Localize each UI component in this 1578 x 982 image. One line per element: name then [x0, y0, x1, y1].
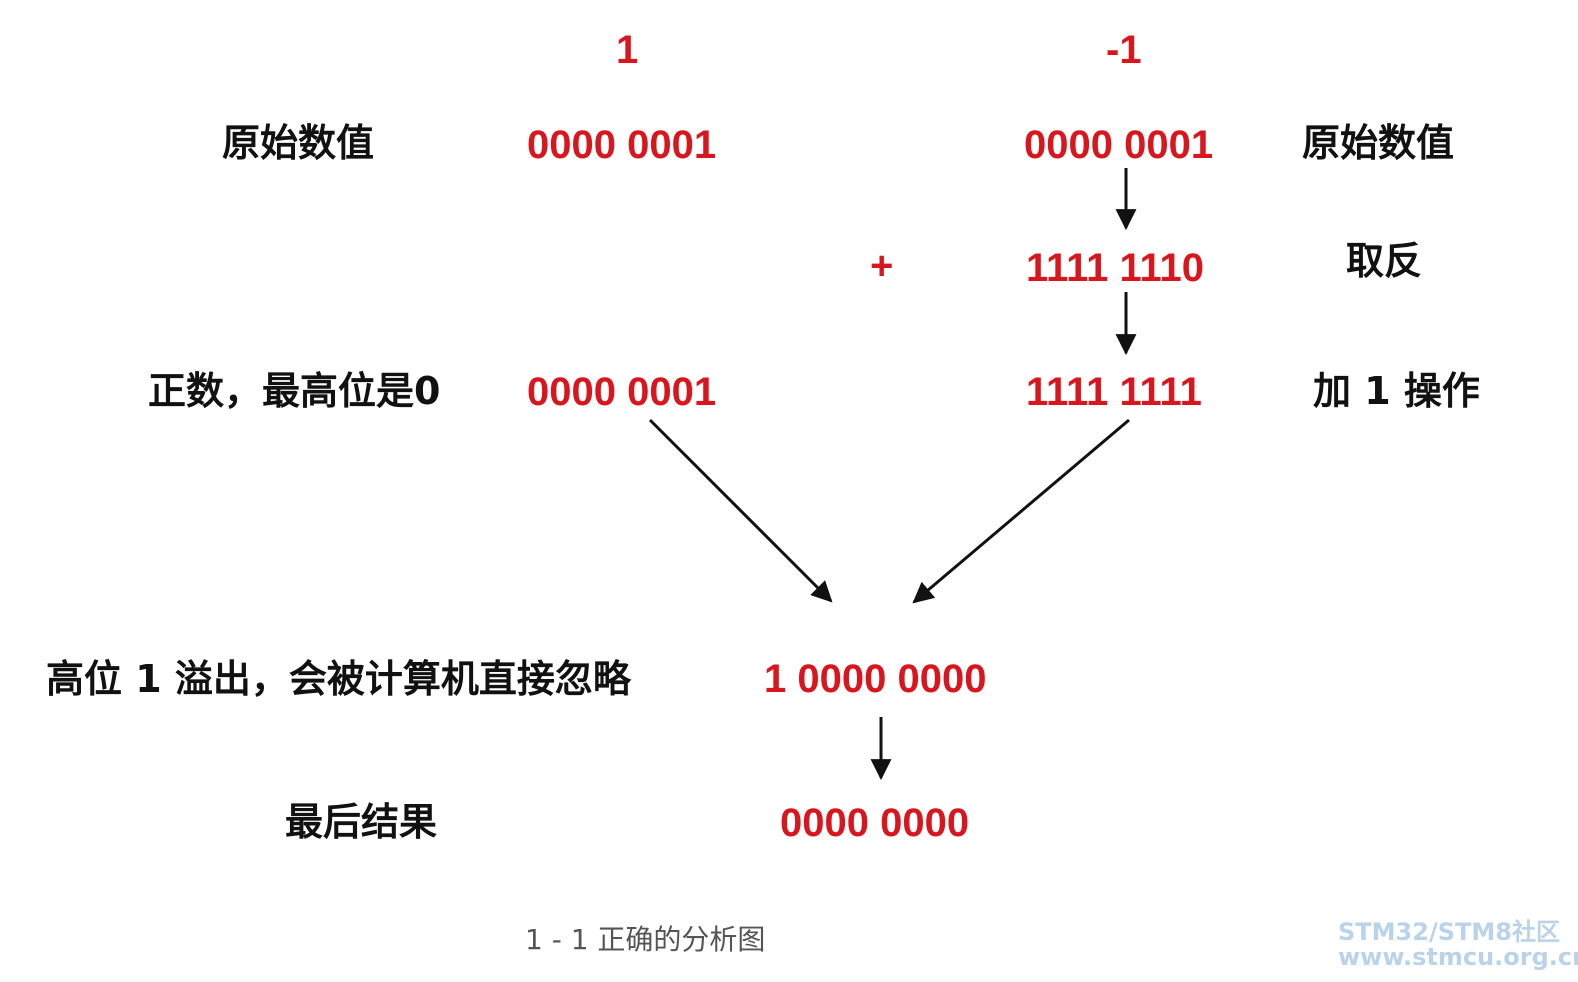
- header-positive-one: 1: [616, 28, 639, 72]
- watermark-line2: www.stmcu.org.cn: [1338, 943, 1578, 971]
- arrow-left-to-sum: [648, 418, 833, 603]
- label-invert: 取反: [1346, 239, 1423, 283]
- watermark-line1: STM32/STM8社区: [1338, 918, 1560, 946]
- value-inverted: 1111 1110: [1026, 246, 1205, 290]
- value-left-original: 0000 0001: [527, 123, 717, 167]
- arrow-right-to-sum: [912, 418, 1130, 604]
- label-add-one: 加 1 操作: [1313, 369, 1480, 413]
- label-original-right: 原始数值: [1302, 121, 1455, 165]
- value-right-original: 0000 0001: [1024, 123, 1214, 167]
- value-result: 0000 0000: [780, 801, 970, 845]
- figure-caption: 1 - 1 正确的分析图: [525, 923, 766, 956]
- label-final-result: 最后结果: [285, 800, 438, 844]
- header-negative-one: -1: [1106, 28, 1142, 72]
- label-overflow-note: 高位 1 溢出，会被计算机直接忽略: [46, 657, 631, 701]
- value-right-added: 1111 1111: [1026, 370, 1202, 414]
- plus-sign: +: [870, 244, 894, 288]
- value-sum-overflow: 1 0000 0000: [764, 657, 987, 701]
- label-original-left: 原始数值: [222, 121, 375, 165]
- value-left-positive: 0000 0001: [527, 370, 717, 414]
- label-positive-note: 正数，最高位是0: [148, 369, 441, 413]
